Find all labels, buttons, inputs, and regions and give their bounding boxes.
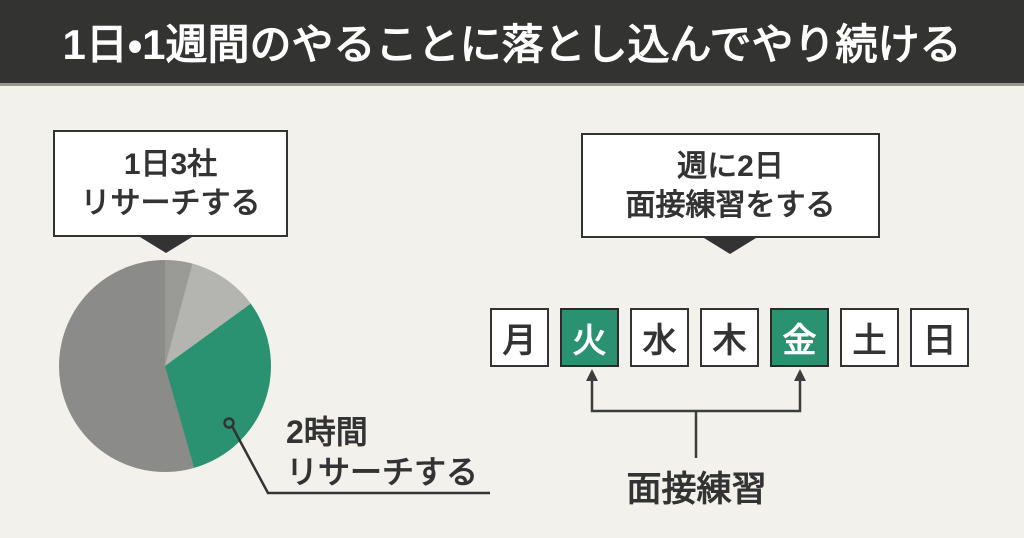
callout-daily-research-line2: リサーチする bbox=[80, 186, 261, 220]
day-label: 土 bbox=[852, 322, 887, 360]
practice-bracket bbox=[590, 380, 802, 458]
day-box-mon: 月 bbox=[490, 308, 549, 367]
day-box-thu: 木 bbox=[700, 308, 759, 367]
day-label: 日 bbox=[922, 322, 957, 360]
day-label: 木 bbox=[712, 322, 747, 360]
week-row: 月 火 水 木 金 土 日 bbox=[490, 308, 969, 367]
callout-pointer-down-icon bbox=[140, 237, 192, 253]
day-box-sun: 日 bbox=[910, 308, 969, 367]
day-label: 月 bbox=[502, 322, 537, 360]
daily-schedule-pie-chart bbox=[59, 260, 271, 472]
pie-slice-label: 2時間 リサーチする bbox=[286, 412, 478, 492]
callout-daily-research-line1: 1日3社 bbox=[123, 147, 218, 181]
pie-slice-label-line1: 2時間 bbox=[286, 414, 368, 450]
page-title: 1日・1週間のやることに落とし込んでやり続ける bbox=[62, 21, 962, 68]
day-box-tue: 火 bbox=[560, 308, 619, 367]
day-box-sat: 土 bbox=[840, 308, 899, 367]
callout-weekly-practice-line1: 週に2日 bbox=[677, 149, 784, 183]
day-label: 水 bbox=[642, 322, 677, 360]
day-box-wed: 水 bbox=[630, 308, 689, 367]
pie-slice-label-line2: リサーチする bbox=[286, 454, 479, 490]
day-box-fri: 金 bbox=[770, 308, 829, 367]
arrow-up-icon bbox=[794, 369, 806, 381]
arrow-up-icons bbox=[586, 369, 806, 381]
callout-weekly-practice: 週に2日 面接練習をする bbox=[581, 133, 880, 238]
callout-daily-research: 1日3社 リサーチする bbox=[53, 130, 288, 237]
bracket-label: 面接練習 bbox=[626, 470, 767, 509]
day-label: 金 bbox=[782, 322, 817, 360]
callout-weekly-practice-line2: 面接練習をする bbox=[625, 188, 836, 222]
callout-pointer-down-icon bbox=[704, 238, 756, 254]
day-label: 火 bbox=[572, 322, 607, 360]
arrow-up-icon bbox=[586, 369, 598, 381]
header-bar: 1日・1週間のやることに落とし込んでやり続ける bbox=[0, 0, 1024, 86]
